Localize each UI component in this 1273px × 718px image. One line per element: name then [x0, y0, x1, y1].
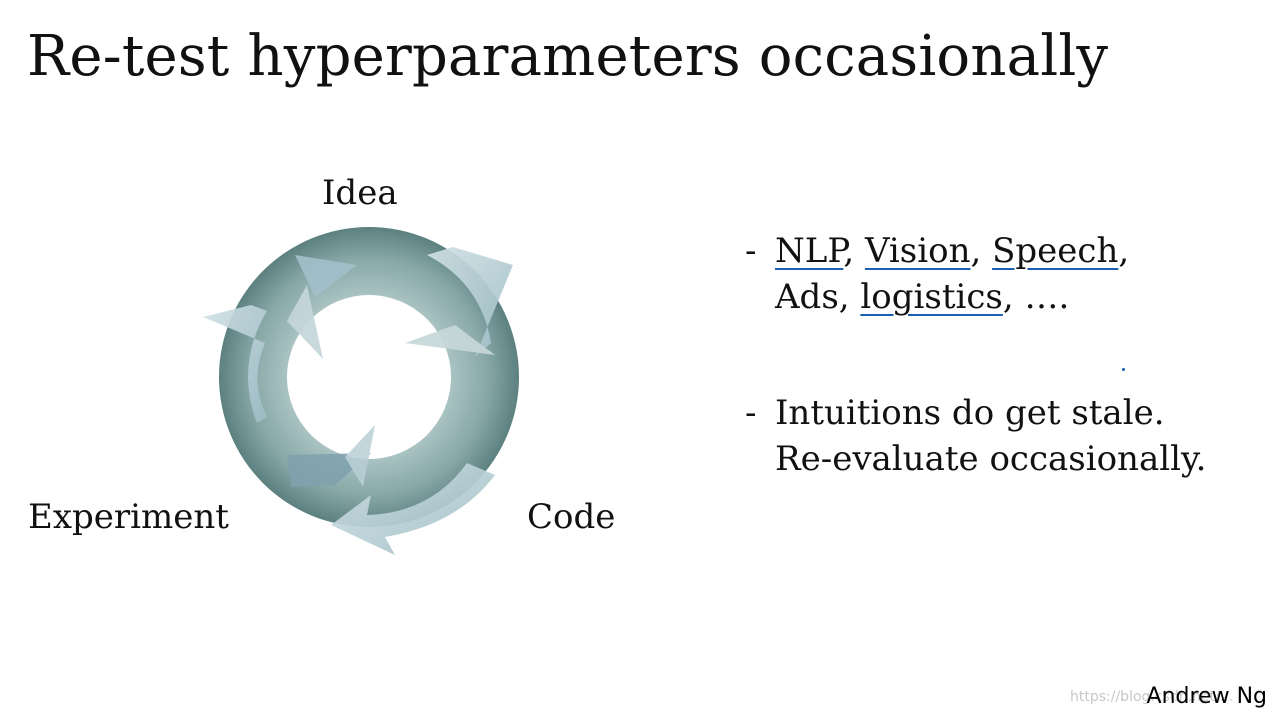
cycle-label-experiment: Experiment: [28, 497, 229, 537]
bullet-domains: - NLP, Vision, Speech, Ads, logistics, ……: [745, 228, 1206, 320]
bullet-intuitions-line-2: Re-evaluate occasionally.: [775, 439, 1207, 479]
cycle-label-idea: Idea: [322, 173, 398, 213]
separator: ,: [1118, 231, 1130, 271]
separator: ,: [843, 231, 865, 271]
domain-ads: Ads,: [775, 277, 861, 317]
cycle-label-code: Code: [527, 497, 616, 537]
bullet-dash: -: [745, 393, 757, 433]
cycle-arrow-top-right: [405, 247, 513, 357]
watermark: https://blog.csdn.net/...: [1070, 689, 1234, 705]
idea-code-experiment-cycle-diagram: [203, 227, 519, 555]
domain-nlp: NLP: [775, 231, 844, 271]
author-credit: Andrew Ng: [1146, 684, 1267, 709]
bullet-domains-line-1: NLP, Vision, Speech,: [775, 228, 1206, 274]
ellipsis: , ….: [1002, 277, 1070, 317]
slide-title: Re-test hyperparameters occasionally: [27, 24, 1109, 89]
bullet-domains-line-2: Ads, logistics, ….: [775, 274, 1206, 320]
separator: ,: [970, 231, 993, 271]
bullet-list: - NLP, Vision, Speech, Ads, logistics, ……: [745, 228, 1206, 482]
cycle-arrow-lower-left: [287, 425, 375, 487]
bullet-intuitions: - Intuitions do get stale. Re-evaluate o…: [745, 390, 1206, 482]
domain-vision: Vision: [864, 231, 971, 271]
cycle-arrow-left: [203, 255, 357, 423]
bullet-intuitions-line-1: Intuitions do get stale.: [775, 393, 1165, 433]
domain-logistics: logistics: [860, 277, 1003, 317]
domain-speech: Speech: [992, 231, 1119, 271]
bullet-dash: -: [745, 231, 757, 271]
cycle-arrow-bottom: [331, 463, 495, 555]
cycle-ring-hole: [287, 295, 451, 459]
annotation-dot: [1122, 368, 1125, 371]
